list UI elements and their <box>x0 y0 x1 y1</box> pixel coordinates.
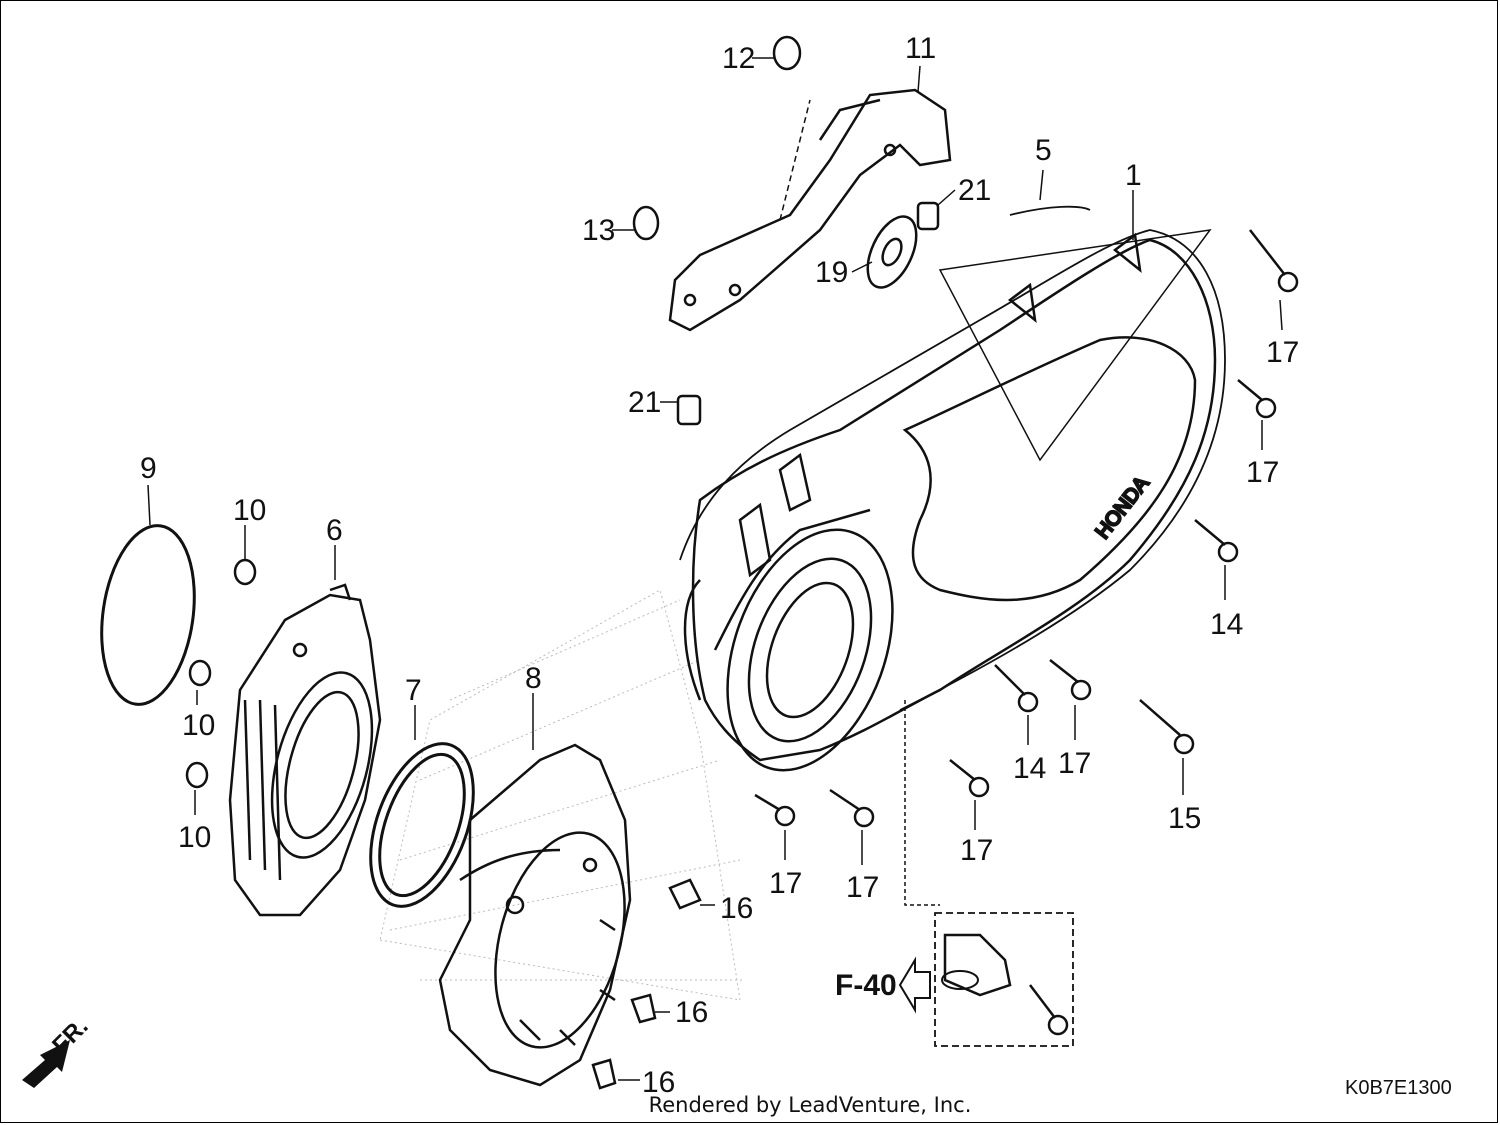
callout-17-upper-right: 17 <box>1246 456 1279 489</box>
callout-9: 9 <box>140 452 157 485</box>
callout-21-lower: 21 <box>628 386 661 419</box>
fan-housing <box>228 583 382 917</box>
front-direction-arrow <box>22 1040 70 1088</box>
reference-inset <box>898 912 1074 1047</box>
callout-14-right: 14 <box>1210 608 1243 641</box>
callout-10-middle: 10 <box>182 709 215 742</box>
callout-16-bottom: 16 <box>642 1066 675 1099</box>
callout-19: 19 <box>815 256 848 289</box>
seal-ring <box>369 742 475 908</box>
callout-17-top: 17 <box>1266 336 1299 369</box>
fan-cover <box>438 743 632 1087</box>
callout-15: 15 <box>1168 802 1201 835</box>
callout-7: 7 <box>405 674 422 707</box>
svg-text:HONDA: HONDA <box>1092 472 1154 543</box>
callout-14-center: 14 <box>1013 752 1046 785</box>
callout-6: 6 <box>326 514 343 547</box>
callout-21-upper: 21 <box>958 174 991 207</box>
callout-17-lower-center: 17 <box>960 834 993 867</box>
callout-17-center: 17 <box>1058 747 1091 780</box>
cover-gasket <box>679 205 1226 711</box>
callout-11: 11 <box>905 32 936 65</box>
o-ring <box>100 524 196 706</box>
drawing-code: K0B7E1300 <box>1345 1077 1452 1099</box>
leader-lines <box>147 57 1283 1081</box>
projection-shading <box>379 589 745 1001</box>
footer: Rendered by LeadVenture, Inc. <box>0 1093 1500 1117</box>
callout-10-bottom: 10 <box>178 821 211 854</box>
callout-8: 8 <box>525 662 542 695</box>
callout-12: 12 <box>722 42 755 75</box>
callout-16-middle: 16 <box>675 996 708 1029</box>
callout-5: 5 <box>1035 134 1052 167</box>
callout-16-top: 16 <box>720 892 753 925</box>
upper-bracket <box>668 88 952 332</box>
bolts <box>754 229 1299 1036</box>
reference-label: F-40 <box>835 969 897 1002</box>
left-crankcase-cover: HONDA <box>683 232 1217 772</box>
callout-17-bottom-middle: 17 <box>846 871 879 904</box>
hardware-parts <box>185 35 940 1090</box>
callout-10-top: 10 <box>233 494 266 527</box>
callout-13: 13 <box>582 214 615 247</box>
callout-17-bottom-left: 17 <box>769 867 802 900</box>
footer-text: Rendered by LeadVenture, Inc. <box>648 1093 972 1117</box>
callout-1: 1 <box>1125 159 1142 192</box>
